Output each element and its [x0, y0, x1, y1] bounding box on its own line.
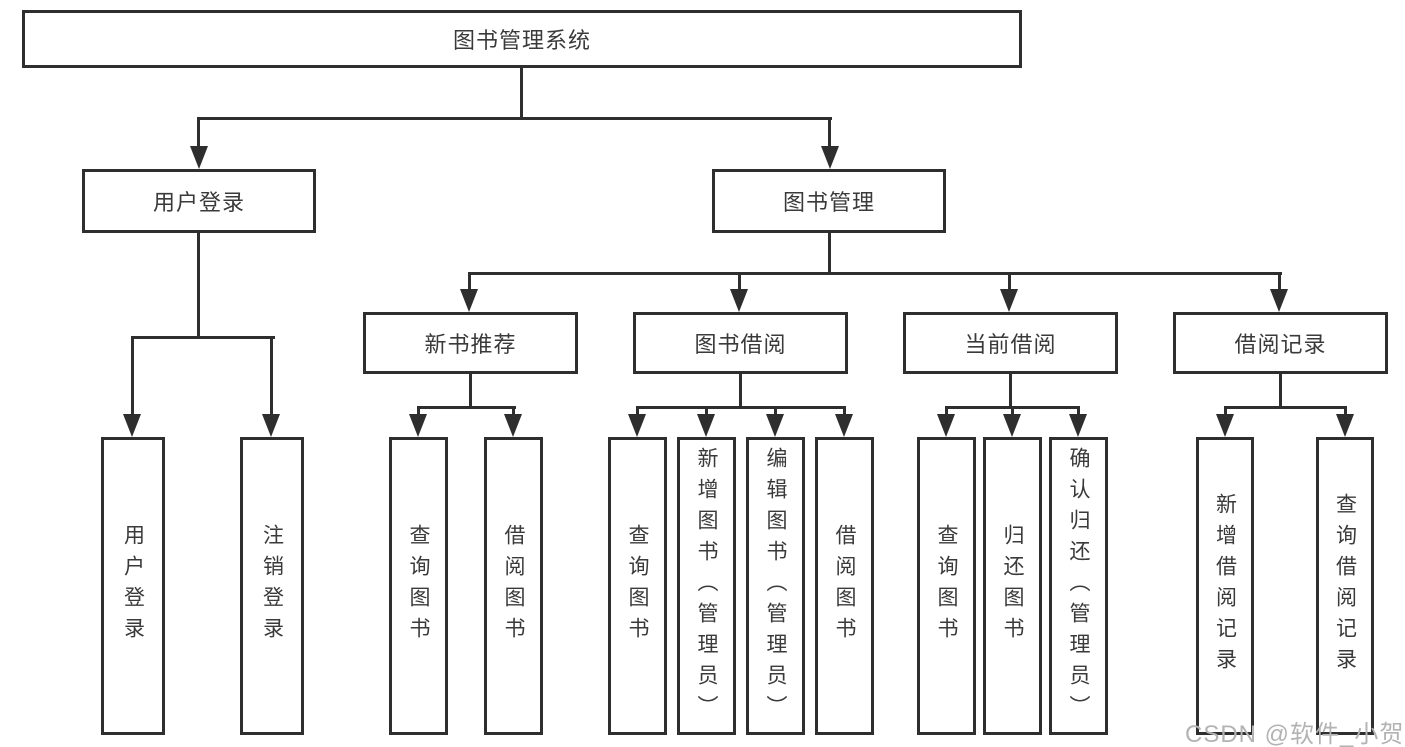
arrow-down-icon [835, 414, 853, 437]
leaf-add-borrow-record: 新增借阅记录 [1196, 437, 1254, 735]
edge-drop [1011, 406, 1014, 419]
leaf-edit-books-admin: 编辑图书（管理员） [746, 437, 805, 735]
arrow-down-icon [1336, 414, 1354, 437]
edge-records-stem [1279, 374, 1282, 409]
edge-drop [1224, 406, 1227, 419]
arrow-down-icon [460, 289, 478, 312]
arrow-down-icon [262, 414, 280, 437]
edge-drop [197, 117, 200, 149]
edge-book-mgmt-stem [828, 233, 831, 275]
edge-recommend-stem [469, 374, 472, 409]
edge-book-mgmt-rail [469, 272, 1282, 275]
edge-drop [131, 336, 134, 418]
leaf-query-books-borrow: 查询图书 [608, 437, 667, 735]
edge-recommend-rail [417, 406, 516, 409]
arrow-down-icon [730, 289, 748, 312]
edge-drop [828, 117, 831, 149]
arrow-down-icon [1270, 289, 1288, 312]
edge-drop [270, 336, 273, 418]
edge-drop [843, 406, 846, 419]
edge-records-rail [1224, 406, 1347, 409]
leaf-logout: 注销登录 [240, 437, 304, 735]
node-library-system: 图书管理系统 [22, 10, 1022, 68]
edge-drop [417, 406, 420, 419]
arrow-down-icon [504, 414, 522, 437]
arrow-down-icon [409, 414, 427, 437]
arrow-down-icon [766, 414, 784, 437]
node-book-borrowing: 图书借阅 [633, 312, 848, 374]
arrow-down-icon [1003, 414, 1021, 437]
node-user-login: 用户登录 [82, 169, 316, 233]
edge-drop [1077, 406, 1080, 419]
leaf-query-books-current: 查询图书 [917, 437, 976, 735]
edge-user-login-rail [132, 336, 275, 339]
node-borrowing-records: 借阅记录 [1173, 312, 1388, 374]
arrow-down-icon [190, 146, 208, 169]
node-book-management: 图书管理 [712, 169, 946, 233]
edge-current-stem [1009, 374, 1012, 409]
leaf-query-borrow-record: 查询借阅记录 [1316, 437, 1374, 735]
arrow-down-icon [123, 414, 141, 437]
edge-drop [705, 406, 708, 419]
arrow-down-icon [628, 414, 646, 437]
arrow-down-icon [1000, 289, 1018, 312]
leaf-confirm-return-admin: 确认归还（管理员） [1049, 437, 1108, 735]
leaf-borrow-books-recommend: 借阅图书 [484, 437, 543, 735]
edge-drop [945, 406, 948, 419]
edge-drop [1278, 272, 1281, 292]
edge-drop [636, 406, 639, 419]
edge-root-stem [520, 67, 523, 119]
node-new-book-recommendation: 新书推荐 [363, 312, 578, 374]
edge-drop [512, 406, 515, 419]
leaf-query-books-recommend: 查询图书 [389, 437, 448, 735]
edge-borrowing-stem [739, 374, 742, 409]
edge-drop [774, 406, 777, 419]
arrow-down-icon [937, 414, 955, 437]
edge-drop [1008, 272, 1011, 292]
leaf-return-books: 归还图书 [983, 437, 1042, 735]
edge-root-rail [197, 117, 832, 120]
arrow-down-icon [821, 146, 839, 169]
leaf-add-books-admin: 新增图书（管理员） [677, 437, 736, 735]
leaf-borrow-books: 借阅图书 [815, 437, 874, 735]
watermark-text: CSDN @软件_小贺同学 [1185, 721, 1405, 747]
edge-drop [738, 272, 741, 292]
edge-borrowing-rail [636, 406, 846, 409]
node-current-borrowing: 当前借阅 [903, 312, 1118, 374]
leaf-user-login: 用户登录 [101, 437, 165, 735]
arrow-down-icon [697, 414, 715, 437]
edge-drop [1344, 406, 1347, 419]
edge-user-login-stem [197, 233, 200, 339]
arrow-down-icon [1216, 414, 1234, 437]
edge-drop [468, 272, 471, 292]
arrow-down-icon [1069, 414, 1087, 437]
